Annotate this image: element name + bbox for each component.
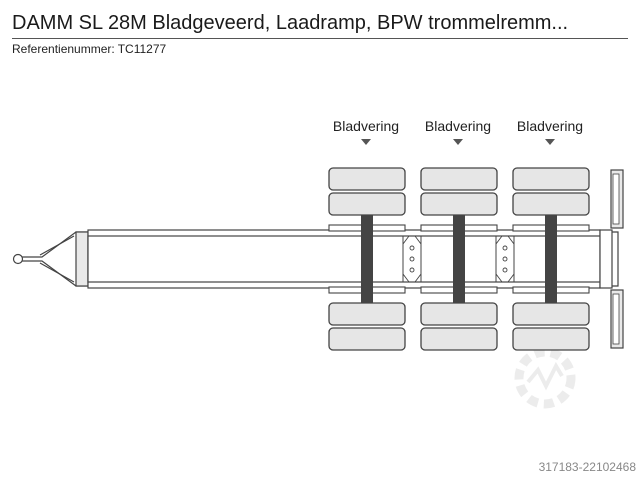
axle-beam (545, 214, 557, 304)
trailer-frame (87, 229, 601, 289)
listing-title: DAMM SL 28M Bladgeveerd, Laadramp, BPW t… (12, 12, 569, 34)
wheel (512, 327, 590, 351)
wheel (512, 192, 590, 216)
wheel (420, 192, 498, 216)
wheel (420, 327, 498, 351)
arrow-down-icon (453, 139, 463, 145)
axle-beam (361, 214, 373, 304)
wheel (420, 302, 498, 326)
wheel (512, 302, 590, 326)
reference-number: Referentienummer:TC11277 (12, 42, 166, 56)
axle-1 (328, 167, 406, 351)
axle-2 (420, 167, 498, 351)
wheel (512, 167, 590, 191)
suspension-label-axle-3: Bladvering (517, 118, 583, 134)
wheel (328, 327, 406, 351)
wheel (328, 192, 406, 216)
wheel (420, 167, 498, 191)
suspension-label-axle-2: Bladvering (425, 118, 491, 134)
loading-ramp (599, 169, 624, 349)
tow-eye (12, 253, 24, 265)
reference-label: Referentienummer: (12, 42, 115, 56)
arrow-down-icon (545, 139, 555, 145)
watermark-logo (514, 347, 576, 409)
axle-beam (453, 214, 465, 304)
suspension-label-axle-1: Bladvering (333, 118, 399, 134)
drawbar (12, 231, 89, 287)
axle-3 (512, 167, 590, 351)
arrow-down-icon (361, 139, 371, 145)
title-divider (12, 38, 628, 39)
wheel (328, 167, 406, 191)
image-code: 317183-22102468 (538, 460, 636, 474)
reference-value: TC11277 (117, 42, 167, 56)
wheel (328, 302, 406, 326)
